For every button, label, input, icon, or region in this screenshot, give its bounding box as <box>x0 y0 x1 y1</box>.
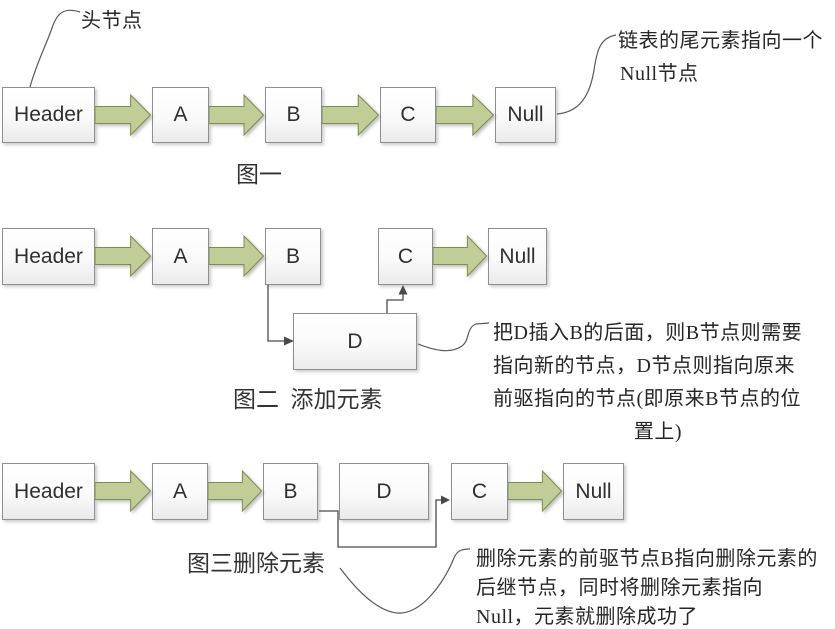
fig1-tail-note-line2: Null节点 <box>620 63 699 85</box>
fig3-node-null: Null <box>563 463 624 520</box>
fig3-note-line2: 后继节点，同时将删除元素指向 <box>476 577 763 599</box>
block-arrow-icon <box>208 469 263 513</box>
fig1-node-null: Null <box>495 87 556 143</box>
block-arrow-icon <box>95 234 152 278</box>
block-arrow-icon <box>95 93 152 137</box>
fig3-node-header: Header <box>2 463 95 520</box>
fig1-node-header: Header <box>2 87 95 143</box>
figure3-caption: 图三删除元素 <box>187 551 325 576</box>
fig2-note-line3: 前驱指向的节点(即原来B节点的位 <box>493 388 801 410</box>
block-arrow-icon <box>95 469 152 513</box>
b-to-c-arrowhead-icon <box>441 495 450 505</box>
fig2-note-line1: 把D插入B的后面，则B节点则需要 <box>493 322 803 344</box>
figure2-caption: 图二 添加元素 <box>233 387 383 412</box>
block-arrow-icon <box>508 469 563 513</box>
fig2-note-line4: 置上) <box>633 421 683 443</box>
fig3-node-b: B <box>263 463 318 520</box>
fig2-node-null: Null <box>488 228 547 285</box>
figure1-caption: 图一 <box>236 162 282 187</box>
fig3-note-leader-line <box>339 548 471 614</box>
head-label-leader-line <box>29 9 81 88</box>
fig2-node-a: A <box>152 228 209 285</box>
block-arrow-icon <box>209 93 265 137</box>
d-to-c-connector-line <box>386 293 404 313</box>
block-arrow-icon <box>433 234 488 278</box>
fig1-node-a: A <box>152 87 209 143</box>
fig3-node-d-deleted: D <box>339 463 429 520</box>
block-arrow-icon <box>436 93 495 137</box>
fig3-delete-note: 删除元素的前驱节点B指向删除元素的 后继节点，同时将删除元素指向 Null，元素… <box>476 545 835 629</box>
head-node-label: 头节点 <box>81 10 143 32</box>
fig2-node-b: B <box>265 228 321 285</box>
fig3-note-line1: 删除元素的前驱节点B指向删除元素的 <box>476 548 818 570</box>
block-arrow-icon <box>209 234 265 278</box>
fig3-node-a: A <box>152 463 208 520</box>
fig1-node-c: C <box>380 87 436 143</box>
b-to-d-connector-line <box>267 285 285 342</box>
tail-note-leader-line <box>556 34 617 115</box>
block-arrow-icon <box>322 93 380 137</box>
fig2-insert-note: 把D插入B的后面，则B节点则需要 指向新的节点，D节点则指向原来 前驱指向的节点… <box>493 317 823 449</box>
d-note-leader-line <box>417 322 490 352</box>
fig3-node-c: C <box>451 463 508 520</box>
fig2-node-d-inserted: D <box>293 313 417 370</box>
fig2-node-c: C <box>378 228 433 285</box>
fig2-node-header: Header <box>2 228 95 285</box>
fig3-note-line3: Null，元素就删除成功了 <box>476 606 699 628</box>
fig2-note-line2: 指向新的节点，D节点则指向原来 <box>493 355 795 377</box>
d-to-c-arrowhead-icon <box>398 285 408 295</box>
fig1-node-b: B <box>265 87 322 143</box>
fig1-tail-note-line1: 链表的尾元素指向一个 <box>618 30 823 52</box>
